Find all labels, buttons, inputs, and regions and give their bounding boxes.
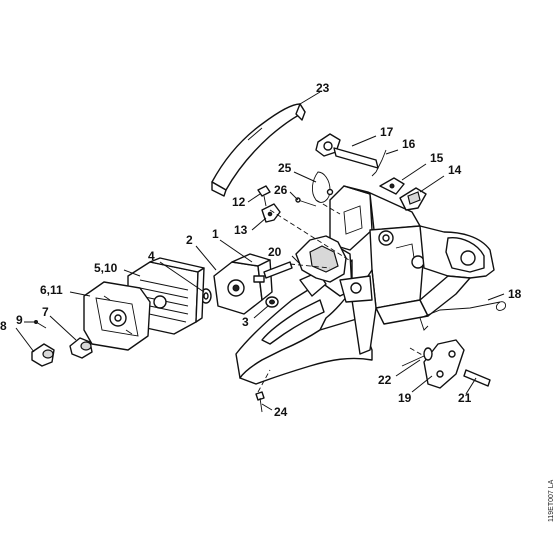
rod-part xyxy=(419,301,507,331)
trigger-part xyxy=(423,339,465,389)
screw-part-12 xyxy=(257,185,271,207)
screw-part-24 xyxy=(255,391,265,413)
knob-part xyxy=(69,337,93,359)
fitting-part xyxy=(263,261,293,279)
pin-part xyxy=(34,320,47,329)
callout-21: 21 xyxy=(458,391,472,405)
callout-3: 3 xyxy=(242,315,249,329)
callout-4: 4 xyxy=(148,249,155,263)
callout-8: 8 xyxy=(0,319,7,333)
callout-6-11: 6,11 xyxy=(40,283,63,297)
clip-part xyxy=(261,203,281,223)
cable-part xyxy=(311,171,334,203)
spring-part xyxy=(371,149,387,177)
bracket-part xyxy=(379,177,405,195)
pin-part-21 xyxy=(463,369,491,387)
callout-13: 13 xyxy=(234,223,248,237)
callout-1: 1 xyxy=(212,227,219,241)
sleeve-part xyxy=(401,347,433,367)
reference-code: 119ET007 LA xyxy=(548,479,555,522)
alignment-lines xyxy=(257,199,425,393)
callout-12: 12 xyxy=(232,195,246,209)
callout-5-10: 5,10 xyxy=(94,261,118,275)
carburetor-part xyxy=(213,253,273,315)
leader-lines xyxy=(15,91,505,411)
callout-23: 23 xyxy=(316,81,330,95)
callout-15: 15 xyxy=(430,151,444,165)
screw-part-26 xyxy=(295,197,317,207)
callout-22: 22 xyxy=(378,373,392,387)
callout-7: 7 xyxy=(42,305,49,319)
callout-14: 14 xyxy=(448,163,462,177)
callout-26: 26 xyxy=(274,183,288,197)
callout-20: 20 xyxy=(268,245,282,259)
nut-part xyxy=(31,343,55,367)
switch-part xyxy=(399,187,427,211)
callout-18: 18 xyxy=(508,287,522,301)
grommet-part xyxy=(265,296,279,308)
filter-cover-part xyxy=(83,281,151,351)
callout-19: 19 xyxy=(398,391,412,405)
callout-17: 17 xyxy=(380,125,394,139)
callout-25: 25 xyxy=(278,161,292,175)
callout-16: 16 xyxy=(402,137,416,151)
main-housing-part xyxy=(235,185,495,385)
callout-labels: 23 17 16 15 14 25 26 12 13 1 2 20 4 5,10… xyxy=(0,81,522,419)
callout-9: 9 xyxy=(16,313,23,327)
callout-24: 24 xyxy=(274,405,288,419)
shroud-part xyxy=(295,235,347,283)
callout-2: 2 xyxy=(186,233,193,247)
handle-bar-part xyxy=(211,103,306,197)
